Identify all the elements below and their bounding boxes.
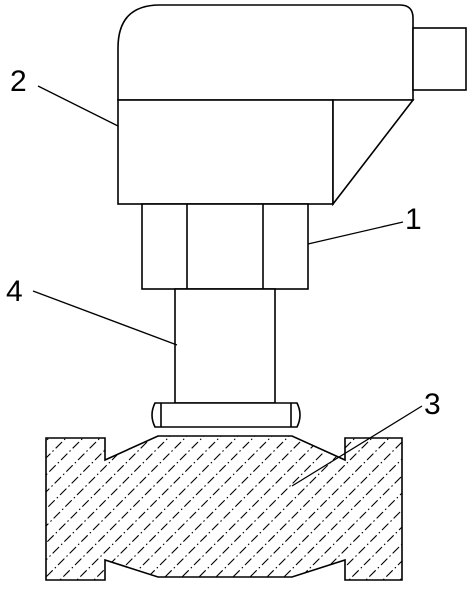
actuator-side-bevel (332, 99, 415, 207)
stem-column (174, 288, 276, 404)
hatch-line (431, 420, 474, 594)
leader-line-2 (37, 85, 119, 127)
hatch-line (396, 436, 402, 580)
callout-3: 3 (424, 388, 441, 421)
cable-connector (412, 27, 467, 91)
leader-line-4 (32, 290, 178, 346)
hex-nut (141, 203, 309, 290)
valve-body-outline (45, 435, 403, 581)
actuator-head (117, 4, 467, 207)
hatch-line (448, 420, 474, 594)
hatch-line (46, 436, 51, 580)
actuator-cap (117, 4, 414, 101)
hatch-line (414, 420, 474, 594)
valve-body (45, 420, 474, 594)
callout-2: 2 (10, 65, 27, 98)
hex-connector (141, 203, 309, 290)
callout-1: 1 (405, 203, 422, 236)
gland-nut (151, 402, 301, 428)
hatch-line (465, 420, 474, 594)
callout-4: 4 (6, 275, 23, 308)
actuator-lower-housing (117, 99, 334, 205)
leader-line-3 (291, 405, 423, 487)
leader-line-1 (307, 221, 404, 245)
